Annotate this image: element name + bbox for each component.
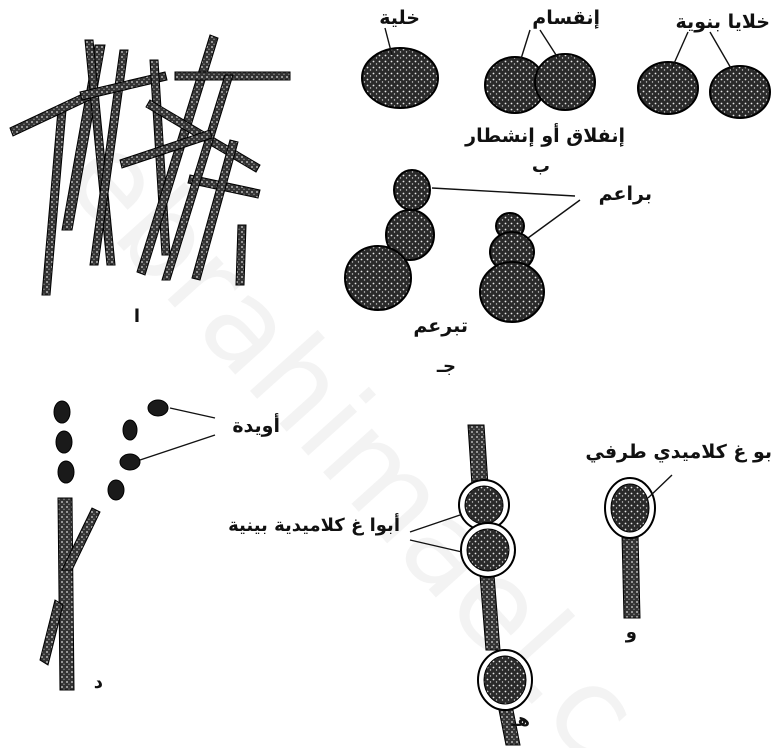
daughter-cell-left [638,62,698,114]
panel-d-letter: د [94,672,103,693]
panel-a-letter: ا [134,306,140,327]
panel-f-terminal: بو غ كلاميدي طرفي و [585,441,772,643]
panel-d-oidia: أويدة د [40,400,280,693]
single-cell [362,48,438,108]
panel-c-budding: براعم تبرعم جـ [345,170,652,377]
bud-small-top [394,170,430,210]
budding-mother-cell [345,246,411,310]
budding-mother-cell-right [480,262,544,322]
label-terminal: بو غ كلاميدي طرفي [585,441,772,464]
label-division: إنقسام [532,7,600,29]
daughter-cell-right [710,66,770,118]
label-daughter-cells: خلايا بنوية [676,11,770,33]
dividing-cell-right [535,54,595,110]
label-intercalary: أبوا غ كلاميدية بينية [228,513,400,536]
label-buds: براعم [599,183,652,205]
panel-b-letter: ب [532,156,550,177]
panel-e-letter: هـ [510,710,530,731]
panel-b-fission: خلية إنقسام خلايا بنوية إنفلاق أو إنشطار… [362,7,770,177]
panel-f-letter: و [625,622,637,643]
label-cell: خلية [379,7,420,29]
label-oidia: أويدة [232,413,280,437]
label-fission: إنفلاق أو إنشطار [464,123,625,147]
label-budding: تبرعم [413,315,468,337]
panel-c-letter: جـ [436,356,456,377]
